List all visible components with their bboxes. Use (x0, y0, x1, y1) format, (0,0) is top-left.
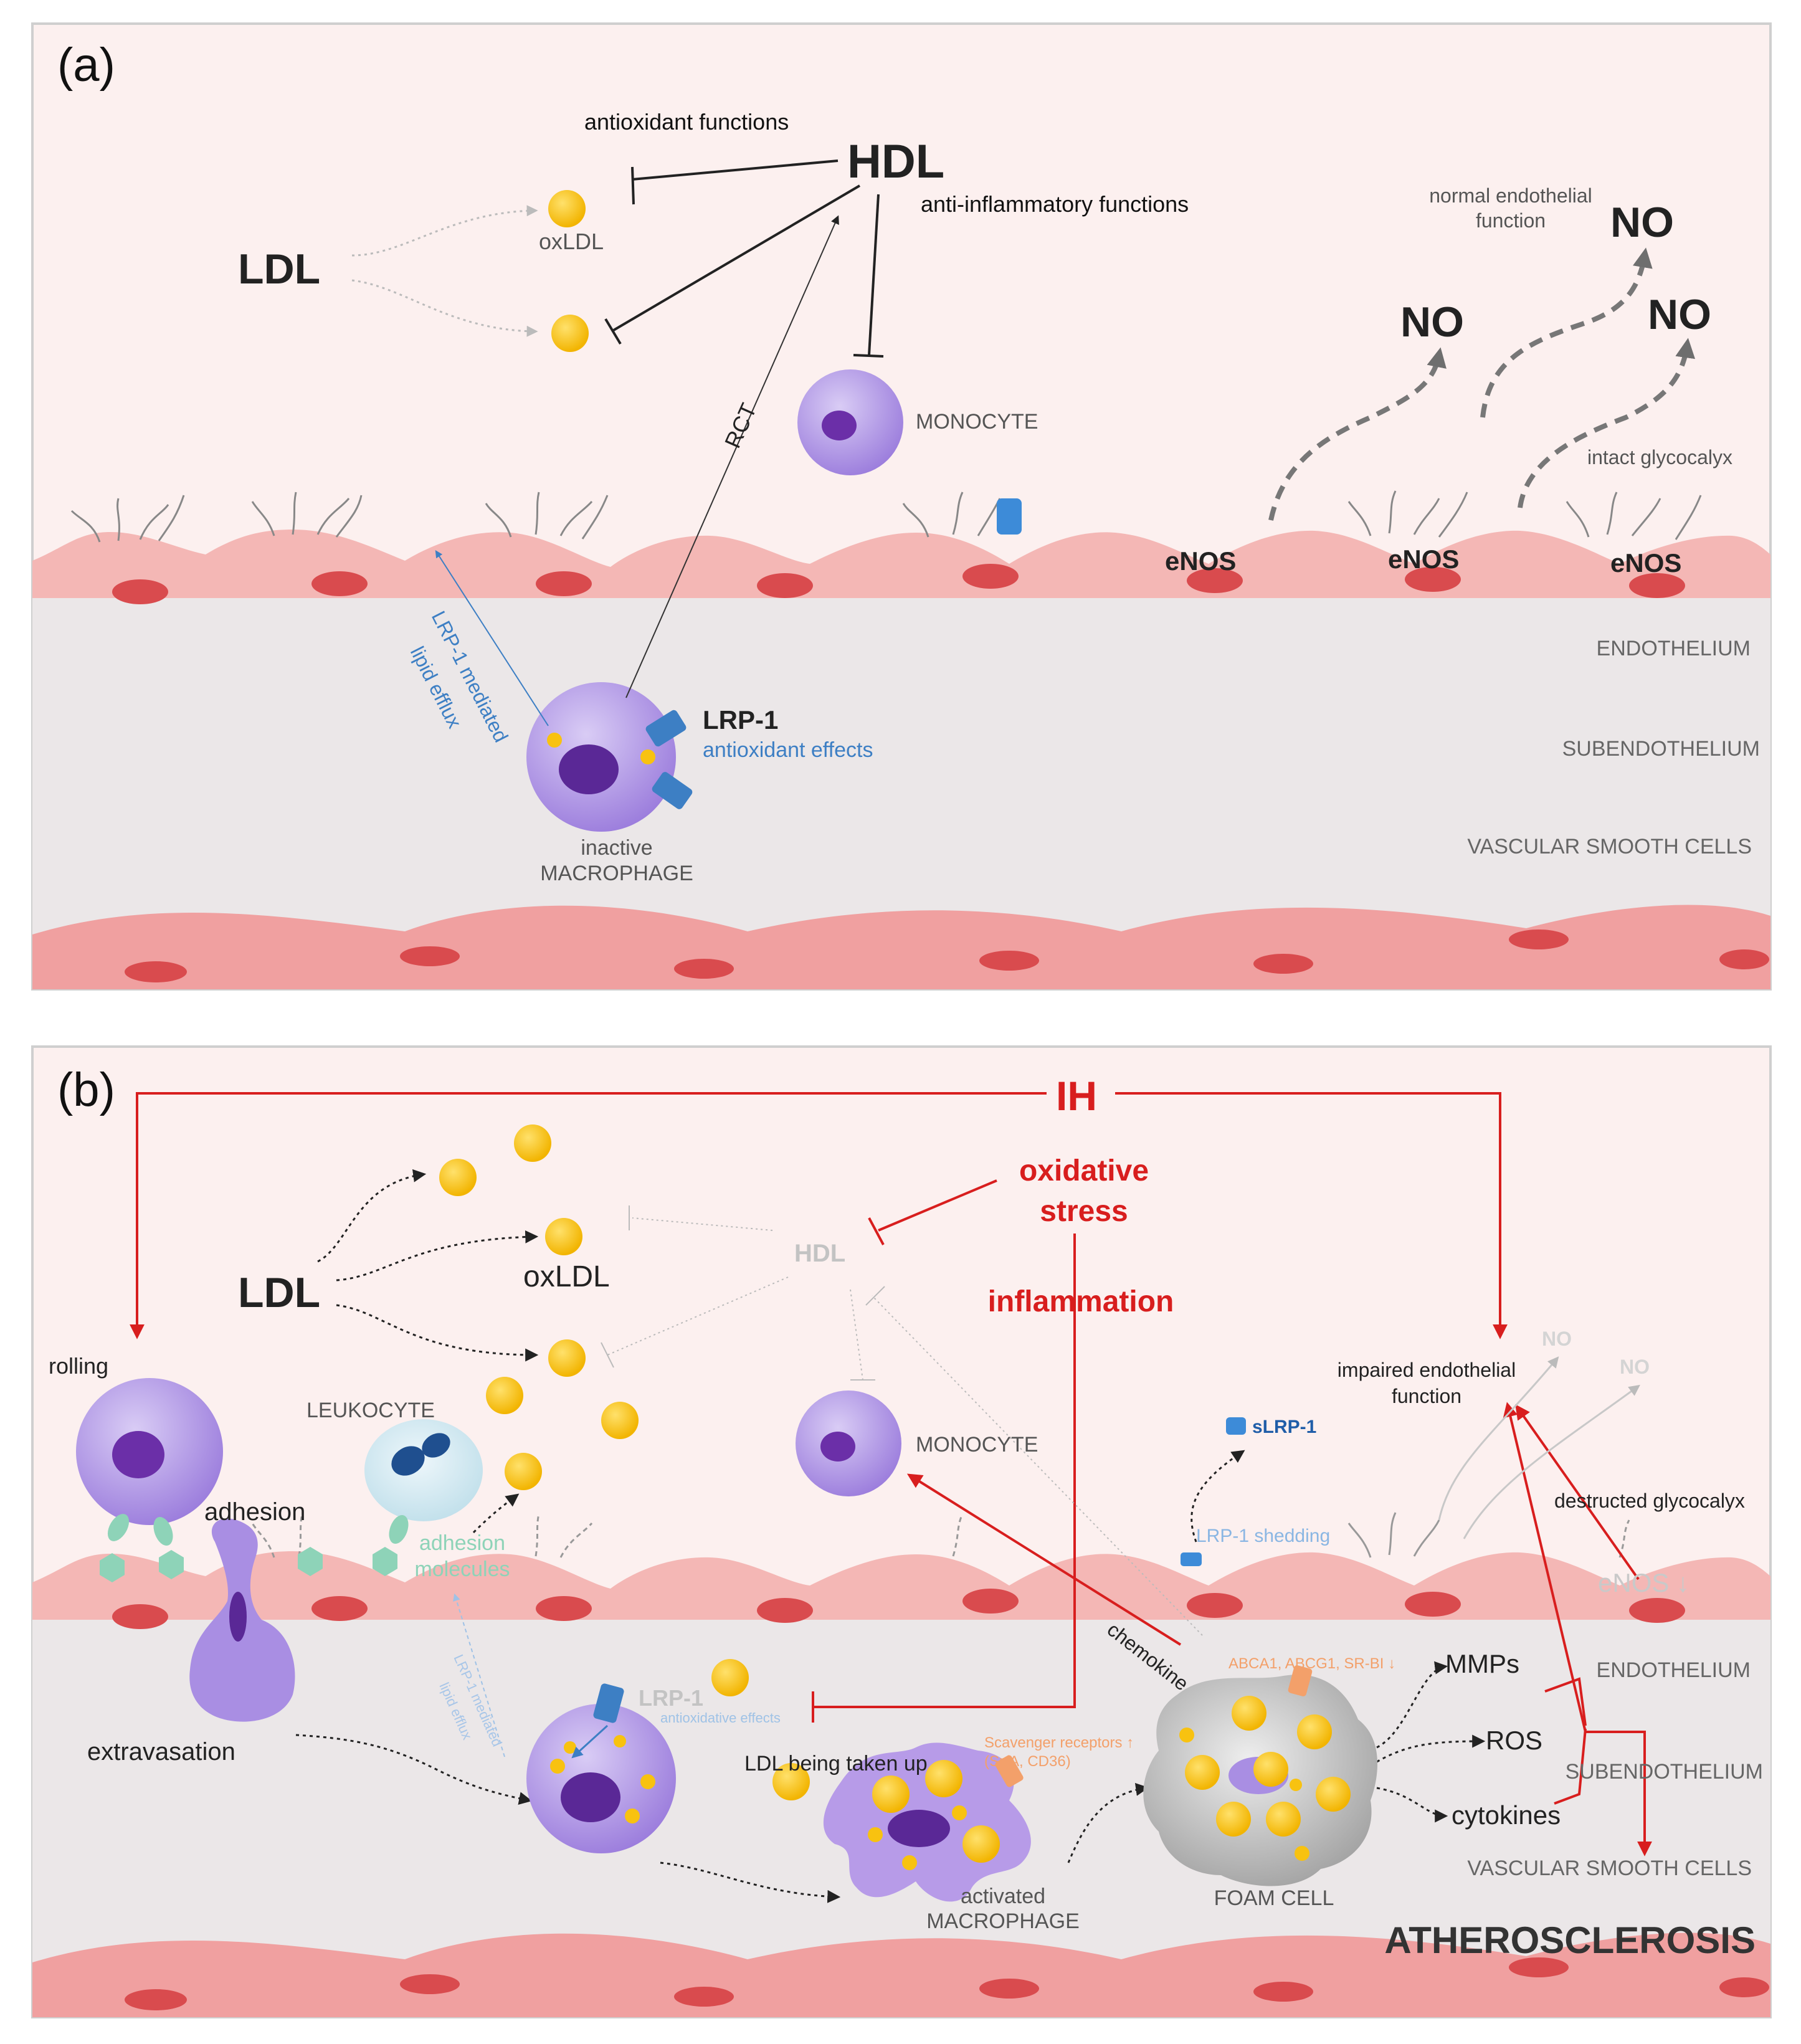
ih-pathways (130, 1092, 1508, 1723)
lrp1-faded-label: LRP-1 (639, 1685, 703, 1711)
foam-cell (1143, 1665, 1378, 1886)
monocyte-b (796, 1390, 901, 1496)
ldl-label: LDL (238, 245, 320, 293)
enos-label: eNOS (1388, 544, 1459, 574)
panel-a-label: (a) (57, 39, 115, 92)
antioxidative-effects-label: antioxidative effects (660, 1710, 781, 1726)
layer-endothelium-label: ENDOTHELIUM (1597, 637, 1751, 660)
faded-no-arrows (1438, 1356, 1640, 1539)
hdl-faded-connectors (601, 1205, 1203, 1636)
ldl-oxidation-arrows (295, 1169, 1486, 1903)
no-label: NO (1400, 298, 1464, 346)
scavenger-receptors-label-1: Scavenger receptors ↑ (984, 1734, 1134, 1751)
macrophage-label-2: MACROPHAGE (540, 862, 693, 885)
panel-b: (b) IH oxidative stress inflammation HDL… (31, 1045, 1772, 2018)
slrp1-label: sLRP-1 (1252, 1417, 1316, 1437)
rolling-leukocyte (76, 1378, 223, 1582)
ldl-label: LDL (238, 1269, 320, 1316)
macrophage-label-1: inactive (581, 836, 652, 860)
activated-macrophage-label-1: activated (961, 1885, 1045, 1908)
destructed-glycocalyx-label: destructed glycocalyx (1554, 1490, 1745, 1512)
hdl-faded-label: HDL (794, 1240, 845, 1267)
layer-subendothelium-label: SUBENDOTHELIUM (1566, 1760, 1763, 1784)
enos-down-label: eNOS ↓ (1598, 1568, 1689, 1597)
leukocyte (298, 1419, 483, 1576)
oxidative-stress-label-1: oxidative (1019, 1154, 1149, 1187)
inflammation-label: inflammation (988, 1285, 1174, 1318)
rolling-label: rolling (49, 1353, 108, 1379)
no-label: NO (1648, 291, 1711, 338)
leukocyte-label: LEUKOCYTE (307, 1399, 435, 1422)
layer-vascular-smooth-cells-label: VASCULAR SMOOTH CELLS (1467, 1856, 1752, 1880)
panel-a-endothelium (32, 530, 1770, 604)
atherosclerosis-label: ATHEROSCLEROSIS (1384, 1919, 1756, 1961)
intact-glycocalyx-label: intact glycocalyx (1587, 446, 1732, 468)
hdl-label: HDL (847, 135, 944, 188)
lrp1-efflux-arrow (453, 1593, 505, 1757)
panel-b-smooth-muscle (32, 1932, 1770, 2017)
abca1-label: ABCA1, ABCG1, SR-BI ↓ (1228, 1655, 1395, 1672)
oxidative-stress-label-2: stress (1040, 1195, 1128, 1228)
monocyte-label: MONOCYTE (916, 410, 1038, 434)
panel-a-glycocalyx (70, 490, 1702, 543)
panel-a-connectors (351, 159, 1696, 726)
no-label: NO (1610, 199, 1674, 246)
ih-label: IH (1056, 1073, 1097, 1119)
activated-macrophage-label-2: MACROPHAGE (926, 1909, 1080, 1933)
enos-label: eNOS (1610, 548, 1681, 578)
activated-macrophage (823, 1742, 1031, 1902)
adhesion-label: adhesion (204, 1498, 305, 1526)
impaired-endothelial-label-2: function (1392, 1385, 1461, 1407)
oxldl-particle (551, 315, 589, 352)
panel-b-endothelium (32, 1551, 1770, 1629)
adhesion-molecules-label-2: molecules (414, 1557, 510, 1581)
inactive-macrophage (526, 682, 693, 832)
faded-no-label: NO (1620, 1356, 1650, 1378)
panel-a-smooth-muscle (32, 905, 1770, 989)
scavenger-receptors-label-2: (Sr-A, CD36) (984, 1753, 1071, 1770)
downstream-effects-connectors (1503, 1402, 1652, 1856)
antioxidant-functions-label: antioxidant functions (584, 109, 789, 135)
anti-inflammatory-functions-label: anti-inflammatory functions (921, 191, 1189, 217)
panel-b-label: (b) (57, 1063, 115, 1116)
slrp1-icon (1226, 1417, 1246, 1435)
monocyte-a (797, 369, 903, 475)
normal-endothelial-label-2: function (1476, 209, 1546, 232)
ldl-taken-up-label: LDL being taken up (744, 1752, 928, 1775)
layer-subendothelium-label: SUBENDOTHELIUM (1562, 737, 1760, 761)
panel-a: (a) HDL LDL oxLDL antioxidant functions … (31, 22, 1772, 991)
layer-vascular-smooth-cells-label: VASCULAR SMOOTH CELLS (1467, 835, 1752, 858)
normal-endothelial-label-1: normal endothelial (1429, 184, 1592, 207)
faded-no-label: NO (1542, 1328, 1572, 1350)
panel-b-lipids (439, 1124, 810, 1800)
adhesion-molecules-label-1: adhesion (419, 1531, 505, 1555)
antioxidant-effects-label: antioxidant effects (703, 738, 873, 762)
lrp1-label: LRP-1 (703, 705, 778, 734)
foam-cell-label: FOAM CELL (1214, 1886, 1334, 1910)
ros-label: ROS (1486, 1726, 1542, 1755)
impaired-endothelial-label-1: impaired endothelial (1338, 1359, 1516, 1381)
layer-endothelium-label: ENDOTHELIUM (1597, 1658, 1751, 1682)
mmps-label: MMPs (1445, 1649, 1519, 1678)
shed-lrp1-receptor (1181, 1552, 1202, 1566)
oxldl-particle (548, 190, 586, 227)
oxldl-label: oxLDL (539, 229, 604, 254)
extravasating-cell (189, 1518, 295, 1722)
extravasation-label: extravasation (87, 1738, 235, 1766)
panel-b-glycocalyx (251, 1512, 1630, 1558)
enos-label: eNOS (1165, 546, 1236, 576)
cytokines-label: cytokines (1452, 1800, 1561, 1830)
lrp1-macrophage (526, 1683, 676, 1853)
lrp1-shedding-label: LRP-1 shedding (1196, 1526, 1330, 1546)
monocyte-label: MONOCYTE (916, 1433, 1038, 1457)
oxldl-label: oxLDL (523, 1260, 610, 1293)
endothelial-receptor (997, 498, 1022, 535)
